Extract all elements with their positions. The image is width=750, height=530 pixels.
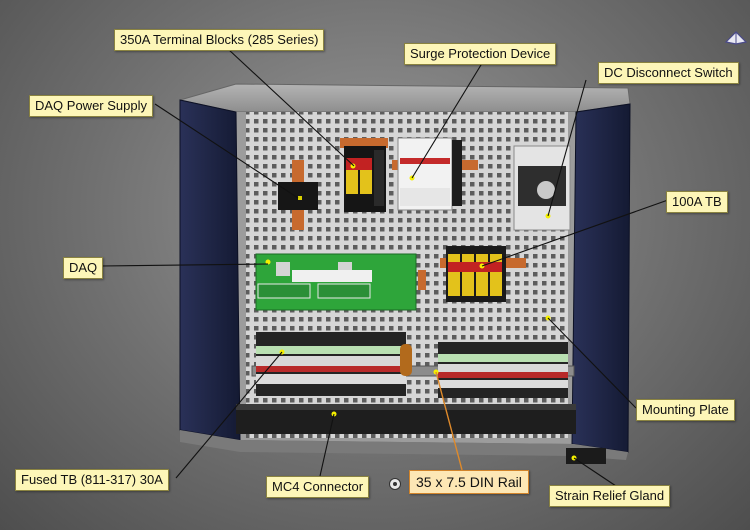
mc4-connectors <box>236 404 576 434</box>
din-rail-assembly <box>251 332 575 398</box>
target-icon <box>389 478 401 490</box>
label-daq: DAQ <box>63 257 104 279</box>
dc-disconnect-switch <box>513 145 571 231</box>
label-daq-power-supply: DAQ Power Supply <box>29 95 153 117</box>
view-cube-icon[interactable] <box>722 30 748 46</box>
label-fused-tb: Fused TB (811-317) 30A <box>15 469 169 491</box>
terminal-blocks-100a <box>440 246 526 302</box>
surge-protection-device <box>392 137 478 211</box>
label-strain-relief-gland: Strain Relief Gland <box>549 485 671 507</box>
terminal-blocks-350a <box>340 138 388 212</box>
leader-lines <box>100 48 669 487</box>
strain-relief-gland <box>566 448 606 464</box>
left-door <box>179 99 241 441</box>
label-mounting-plate: Mounting Plate <box>636 399 735 421</box>
label-100a-tb: 100A TB <box>666 191 728 213</box>
label-surge-protection-device: Surge Protection Device <box>404 43 557 65</box>
right-door <box>571 103 631 453</box>
label-350a-terminal-blocks: 350A Terminal Blocks (285 Series) <box>114 29 325 51</box>
label-din-rail: 35 x 7.5 DIN Rail <box>409 470 529 494</box>
daq-power-supply <box>278 160 318 230</box>
daq-board <box>255 253 426 311</box>
din-rail-leader <box>435 371 463 471</box>
label-dc-disconnect-switch: DC Disconnect Switch <box>598 62 739 84</box>
label-mc4-connector: MC4 Connector <box>266 476 370 498</box>
